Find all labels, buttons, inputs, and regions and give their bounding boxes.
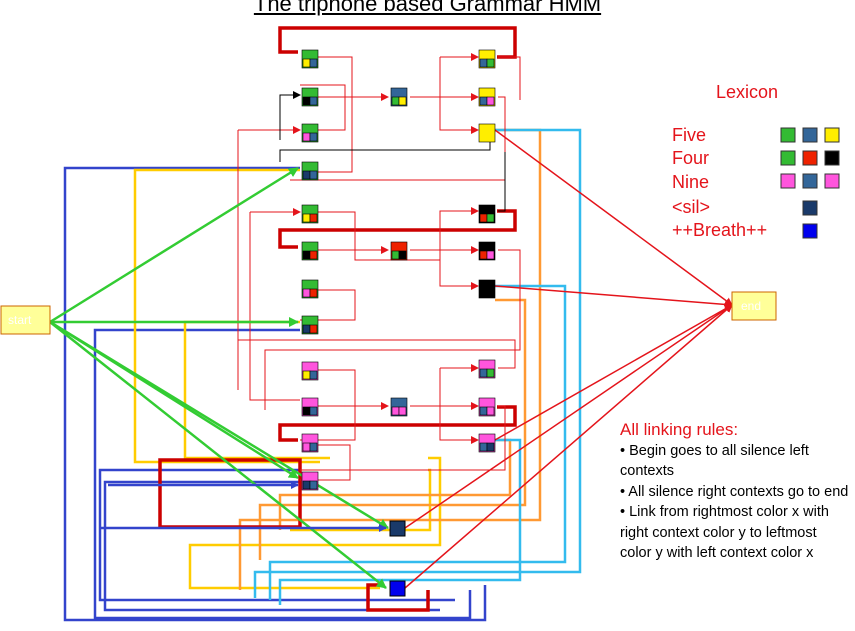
lexicon-swatch bbox=[802, 223, 818, 239]
lexicon-word-breath: ++Breath++ bbox=[672, 220, 768, 240]
state-five-f-sil bbox=[301, 49, 319, 69]
end-node[interactable]: end bbox=[731, 291, 777, 321]
state-five-f-ff bbox=[301, 87, 319, 107]
lexicon-swatch bbox=[824, 173, 840, 189]
state-nine-n2-c bbox=[478, 433, 496, 453]
state-five-v-a bbox=[478, 49, 496, 69]
state-nine-n2-b bbox=[478, 397, 496, 417]
linking-rules-title: All linking rules: bbox=[620, 420, 739, 439]
state-four-f-c bbox=[301, 279, 319, 299]
state-nine-n-b bbox=[301, 397, 319, 417]
state-nine-n-a bbox=[301, 361, 319, 381]
state-nine-n-d bbox=[301, 471, 319, 491]
start-node[interactable]: start bbox=[0, 305, 51, 335]
lexicon-swatch bbox=[802, 127, 818, 143]
state-five-i bbox=[390, 87, 408, 107]
state-five-v-c bbox=[478, 123, 496, 143]
lexicon-swatch bbox=[802, 150, 818, 166]
linking-rule-1: • Begin goes to all silence left context… bbox=[620, 442, 809, 480]
state-nine-n-c bbox=[301, 433, 319, 453]
start-label: start bbox=[8, 313, 32, 327]
hmm-states bbox=[301, 49, 496, 597]
lexicon-swatch bbox=[802, 173, 818, 189]
state-four-o bbox=[390, 241, 408, 261]
state-four-r-a bbox=[478, 204, 496, 224]
page-title: The triphone based Grammar HMM bbox=[253, 0, 602, 16]
lexicon-title: Lexicon bbox=[716, 82, 779, 102]
state-nine-n2-a bbox=[478, 359, 496, 379]
lexicon-word-five: Five bbox=[672, 125, 707, 145]
lexicon-swatch bbox=[824, 150, 840, 166]
lexicon-word-four: Four bbox=[672, 148, 710, 168]
lexicon-word-nine: Nine bbox=[672, 172, 710, 192]
state-four-r-b bbox=[478, 241, 496, 261]
state-four-f-a bbox=[301, 204, 319, 224]
linking-rule-3: • Link from rightmost color x with right… bbox=[620, 504, 829, 561]
lexicon-swatch bbox=[780, 173, 796, 189]
lexicon-swatch bbox=[780, 127, 796, 143]
lexicon-word-sil: <sil> bbox=[672, 197, 711, 217]
linking-rule-2: • All silence right contexts go to end bbox=[620, 483, 849, 500]
lexicon-swatch bbox=[802, 200, 818, 216]
state-nine-ay bbox=[390, 397, 408, 417]
state-four-f-d bbox=[301, 315, 319, 335]
state-five-f-n bbox=[301, 123, 319, 143]
lexicon-swatches bbox=[780, 127, 840, 239]
state-five-v-b bbox=[478, 87, 496, 107]
state-five-f-s bbox=[301, 161, 319, 181]
lexicon-swatch bbox=[824, 127, 840, 143]
lexicon-swatch bbox=[780, 150, 796, 166]
linking-rules: All linking rules: • Begin goes to all s… bbox=[620, 420, 850, 564]
state-four-f-b bbox=[301, 241, 319, 261]
end-label: end bbox=[741, 299, 761, 313]
state-breath bbox=[389, 580, 406, 597]
state-four-r-c bbox=[478, 279, 496, 299]
state-silence bbox=[389, 520, 406, 537]
